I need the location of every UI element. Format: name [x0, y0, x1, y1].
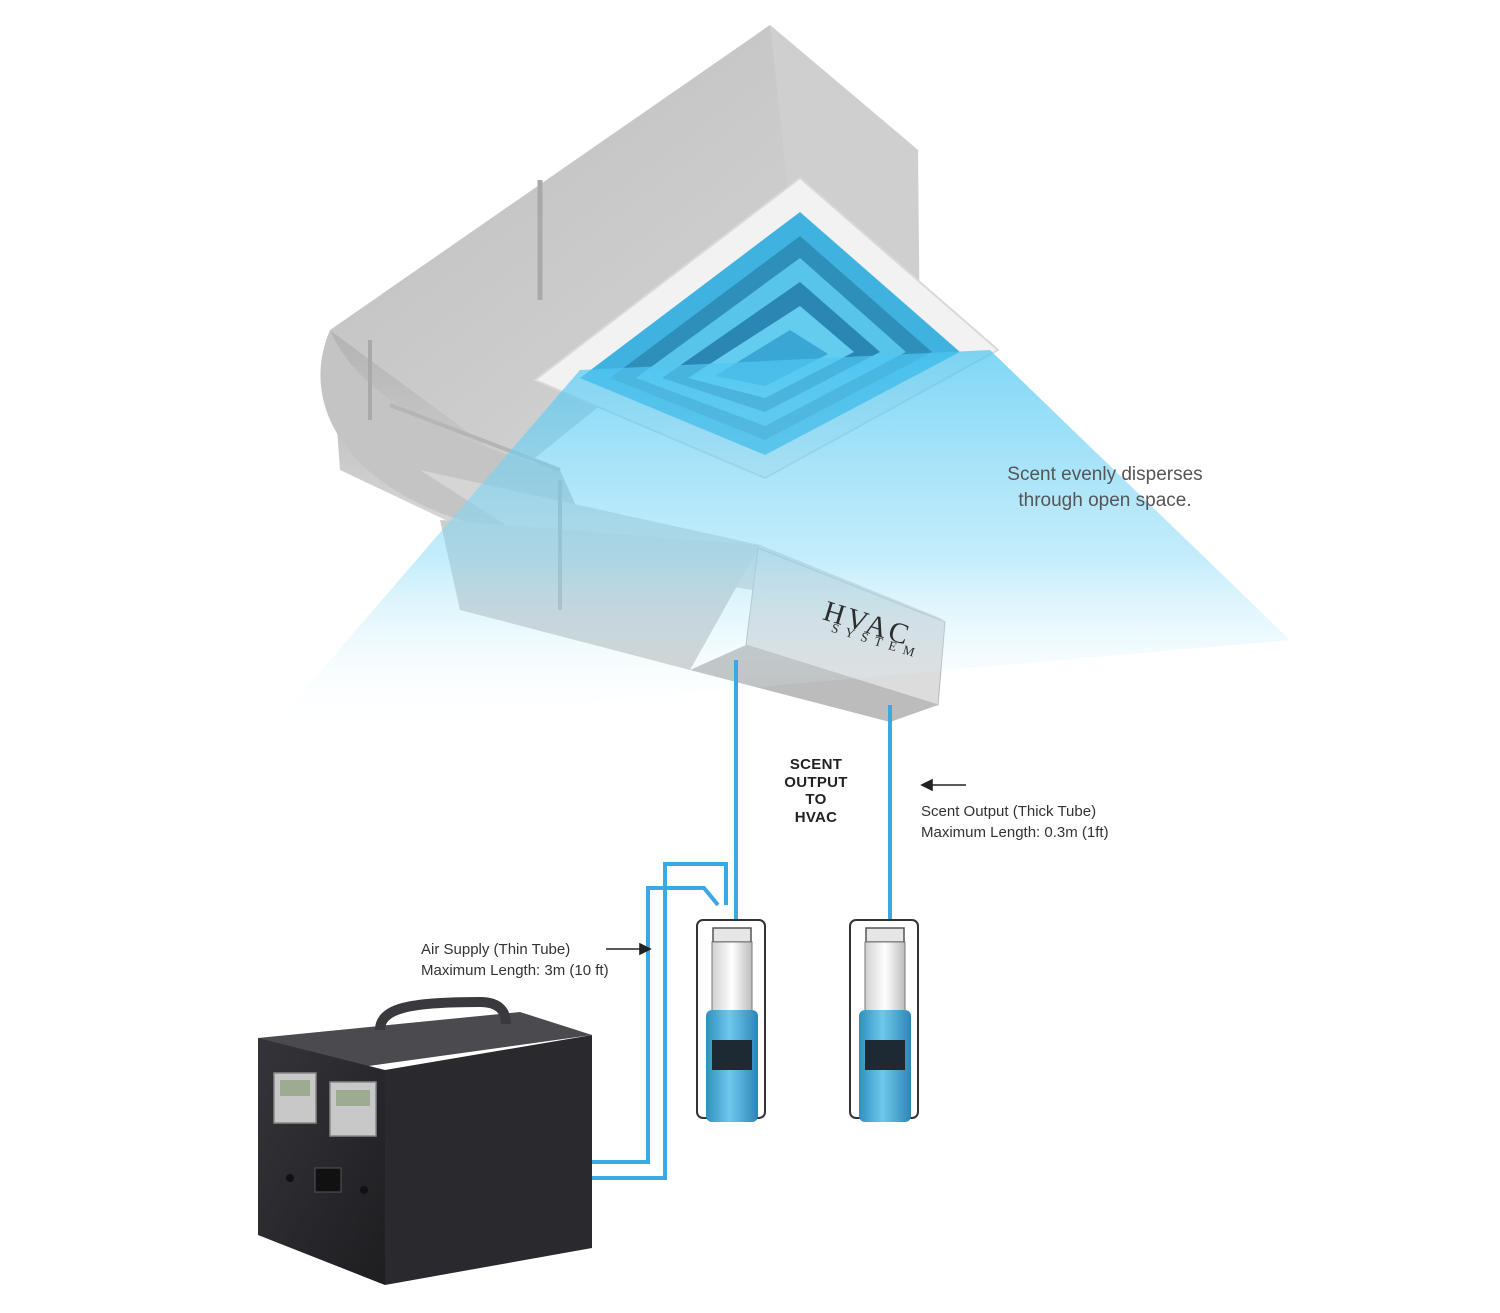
unit-right-cylinder	[864, 941, 906, 1013]
diffuser-unit-right	[849, 919, 919, 1122]
air-supply-tube-outer	[590, 862, 728, 1180]
air-supply-tube-inner	[590, 886, 720, 1164]
timer-lcd-left	[280, 1080, 310, 1096]
unit-right-label	[865, 1040, 905, 1070]
cabinet-knob-right	[360, 1186, 368, 1194]
scent-output-label: SCENT OUTPUT TO HVAC	[766, 756, 866, 826]
thick-tube-label: Scent Output (Thick Tube) Maximum Length…	[921, 801, 1109, 843]
unit-left-label	[712, 1040, 752, 1070]
scent-output-line-2: OUTPUT	[784, 773, 848, 791]
thin-tube-length: Maximum Length: 3m (10 ft)	[421, 962, 609, 979]
thin-tube-title: Air Supply (Thin Tube)	[421, 941, 571, 958]
disperse-caption: Scent evenly disperses through open spac…	[975, 462, 1235, 514]
scent-output-line-1: SCENT	[789, 756, 843, 773]
duct-upper-top	[330, 25, 918, 470]
tubes	[590, 660, 892, 1180]
air-compressor	[258, 996, 592, 1285]
diffuser-unit-left	[696, 919, 766, 1122]
scent-spray-cone	[270, 350, 1290, 730]
cabinet-top	[258, 1012, 592, 1070]
disperse-caption-line1: Scent evenly disperses	[1007, 464, 1203, 485]
cabinet-side	[385, 1035, 592, 1285]
thin-tube-label: Air Supply (Thin Tube) Maximum Length: 3…	[421, 939, 609, 981]
thick-tube-title: Scent Output (Thick Tube)	[921, 803, 1097, 820]
scent-output-line-3: TO	[805, 791, 827, 808]
thick-tube-length: Maximum Length: 0.3m (1ft)	[921, 824, 1109, 841]
unit-right-head	[865, 927, 905, 943]
cabinet-knob-left	[286, 1174, 294, 1182]
timer-lcd-right	[336, 1090, 370, 1106]
unit-left-cylinder	[711, 941, 753, 1013]
scent-output-line-4: HVAC	[794, 808, 838, 826]
unit-left-head	[712, 927, 752, 943]
cabinet-handle	[375, 996, 511, 1031]
disperse-caption-line2: through open space.	[1018, 490, 1192, 511]
power-socket	[314, 1167, 342, 1193]
arrow-thin-tube-head	[639, 942, 652, 956]
arrow-thick-tube-head	[920, 778, 933, 792]
arrows	[606, 778, 966, 956]
